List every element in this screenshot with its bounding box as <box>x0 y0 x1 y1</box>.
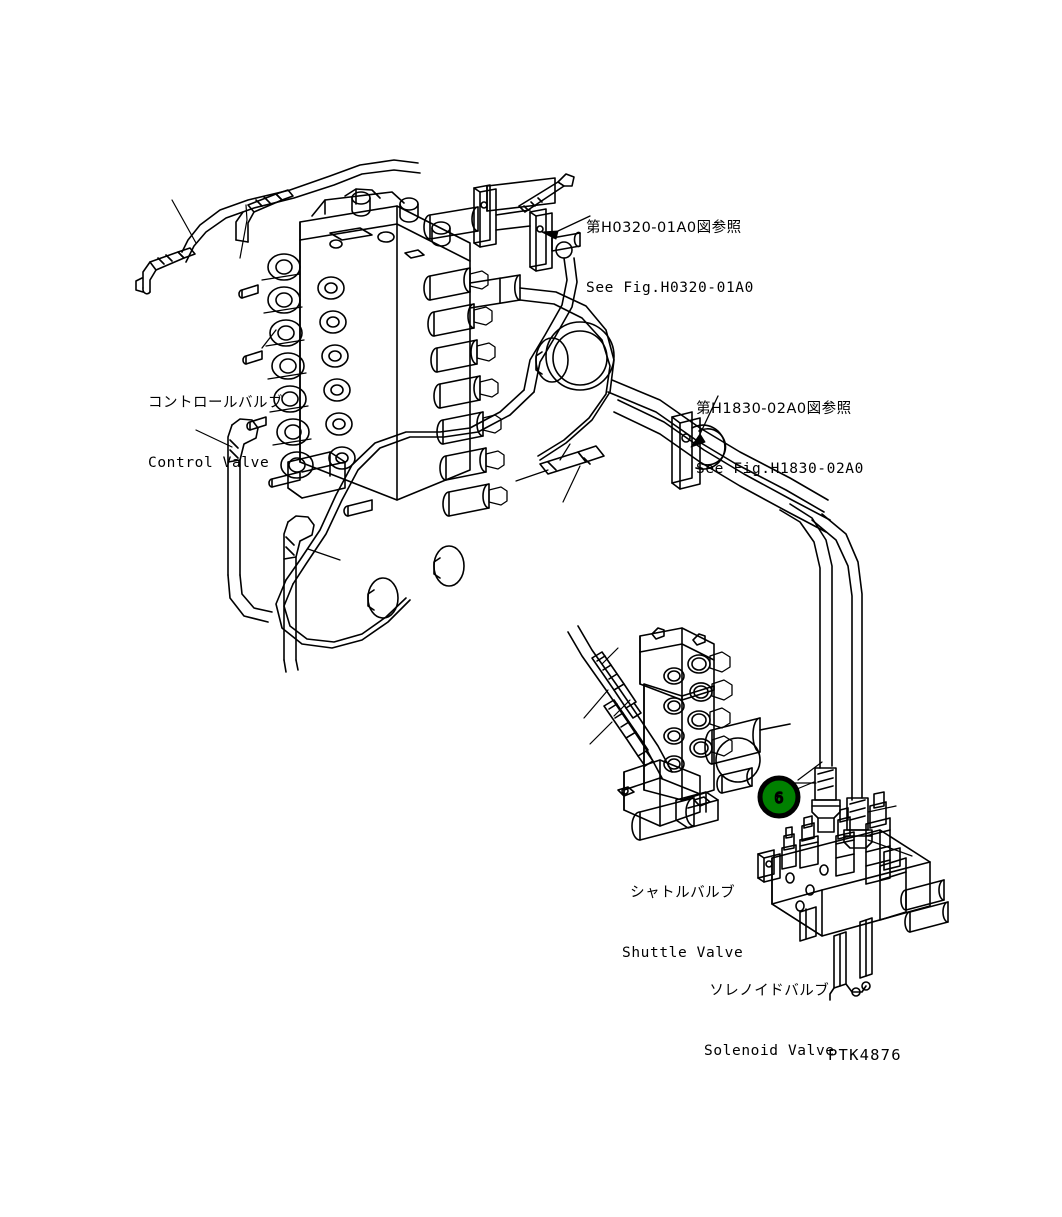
component-label-control-valve-en: Control Valve <box>148 455 270 472</box>
solenoid-coils <box>781 791 891 885</box>
component-label-solenoid-valve: ソレノイドバルブ Solenoid Valve <box>704 940 835 1102</box>
callout-6-number: 6 <box>774 789 783 807</box>
shuttle-valve-assembly <box>617 627 791 841</box>
upper-left-hoses <box>135 159 421 295</box>
control-valve-assembly <box>238 188 521 517</box>
reference-label-h1830: 第H1830-02A0図参照 See Fig.H1830-02A0 <box>696 358 864 520</box>
component-label-control-valve-jp: コントロールバルブ <box>148 394 283 411</box>
solenoid-valve-assembly <box>757 791 949 1001</box>
reference-label-h0320-en: See Fig.H0320-01A0 <box>586 280 754 297</box>
component-label-solenoid-valve-jp: ソレノイドバルブ <box>709 982 830 999</box>
reference-label-h1830-jp: 第H1830-02A0図参照 <box>696 400 852 417</box>
control-valve-spool-caps <box>423 267 490 517</box>
drawing-number: PTK4876 <box>828 1046 902 1064</box>
control-valve-left-nipples <box>238 284 267 431</box>
control-valve-hex-unions <box>469 270 508 506</box>
bracket-and-bolt-assembly <box>423 173 581 393</box>
reference-label-h1830-en: See Fig.H1830-02A0 <box>696 461 864 478</box>
reference-leader-arrows <box>541 215 719 448</box>
shuttle-inlet-hose-fittings <box>567 625 673 779</box>
component-label-solenoid-valve-en: Solenoid Valve <box>704 1043 835 1060</box>
control-valve-inner-rings <box>317 276 356 470</box>
component-label-control-valve: コントロールバルブ Control Valve <box>148 352 283 514</box>
shuttle-valve-ports <box>663 654 713 773</box>
component-label-shuttle-valve-jp: シャトルバルブ <box>630 884 736 901</box>
component-label-leaders <box>261 329 277 349</box>
reference-label-h0320: 第H0320-01A0図参照 See Fig.H0320-01A0 <box>586 177 754 339</box>
callout-6[interactable]: 6 <box>757 775 801 819</box>
reference-label-h0320-jp: 第H0320-01A0図参照 <box>586 219 742 236</box>
component-label-shuttle-valve-en: Shuttle Valve <box>622 945 744 962</box>
solenoid-feed-hoses <box>779 503 913 857</box>
center-hose-network <box>195 287 615 673</box>
component-label-shuttle-valve: シャトルバルブ Shuttle Valve <box>622 842 743 1004</box>
